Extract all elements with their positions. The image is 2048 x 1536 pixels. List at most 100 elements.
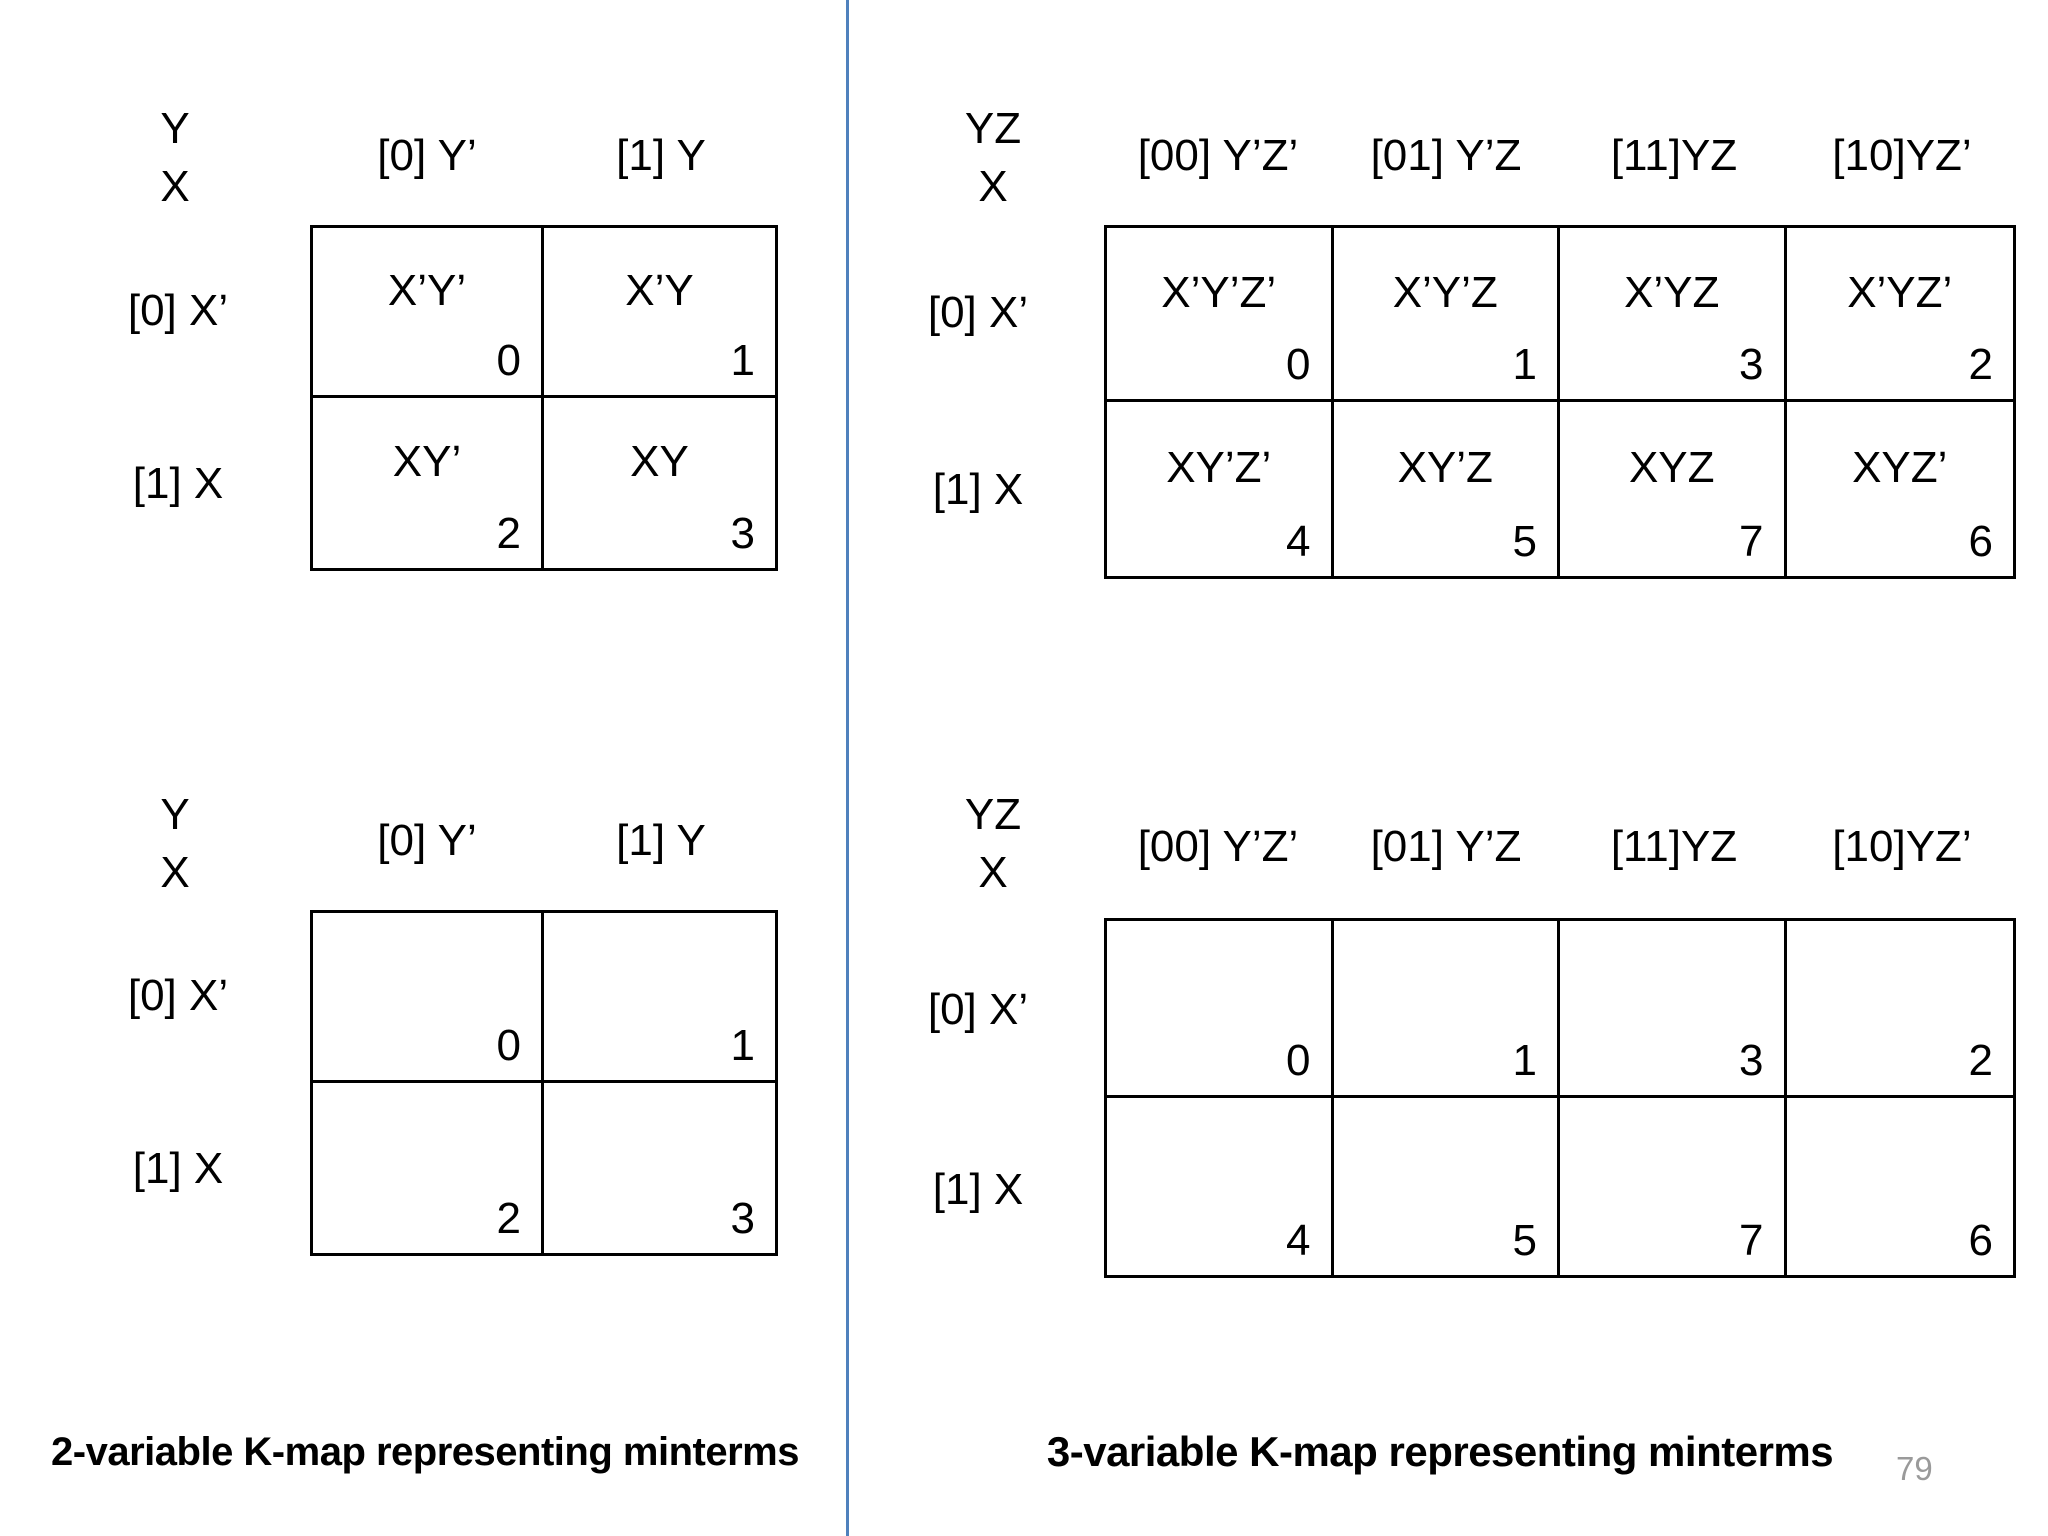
cell-term: X’Y [625,265,694,315]
cell-minterm-number: 2 [496,509,521,558]
kmap-cell: XYZ’ 6 [1787,402,2014,576]
kmap-cell: 2 [1786,921,2014,1098]
axis-col-var: Y [160,104,190,153]
kmap-cell: 4 [1107,1098,1334,1275]
axis-corner-label: YZ X [918,100,1068,216]
kmap-cell: 7 [1560,1098,1787,1275]
cell-minterm-number: 1 [1512,1036,1537,1085]
row-header: [0] X’ [927,288,1029,337]
row-header: [0] X’ [127,286,229,335]
page-number: 79 [1896,1450,1933,1487]
cell-minterm-number: 7 [1739,1216,1764,1265]
kmap-cell: 0 [313,913,544,1083]
cell-minterm-number: 6 [1968,1216,1993,1265]
row-header: [1] X [132,1144,224,1193]
cell-term [313,913,541,1024]
cell-minterm-number: 3 [1739,340,1764,389]
cell-term: X’YZ [1624,267,1720,317]
cell-minterm-number: 2 [496,1194,521,1243]
cell-term: XYZ’ [1852,443,1948,492]
cell-term [1560,1098,1784,1219]
axis-row-var: X [978,162,1008,211]
cell-term [1560,921,1784,1039]
cell-term: X’Y’Z’ [1161,267,1277,317]
axis-row-var: X [160,162,190,211]
kmap-cell: 6 [1787,1098,2014,1275]
caption-2var: 2-variable K-map representing minterms [51,1430,799,1474]
cell-term [1787,1098,2014,1219]
axis-row-var: X [978,848,1008,897]
col-header: [1] Y [616,131,706,180]
kmap-cell: X’Y’Z’ 0 [1107,228,1334,402]
kmap-cell: XY’Z 5 [1334,402,1560,576]
axis-col-var: Y [160,790,190,839]
kmap-cell: 1 [544,913,775,1083]
col-header: [01] Y’Z [1370,131,1522,180]
cell-minterm-number: 6 [1968,517,1993,566]
cell-minterm-number: 5 [1512,517,1537,566]
cell-term [544,1083,775,1197]
cell-minterm-number: 3 [1739,1036,1764,1085]
cell-minterm-number: 0 [1286,340,1311,389]
row-header: [1] X [932,465,1024,514]
axis-row-var: X [160,848,190,897]
kmap-cell: 3 [544,1083,775,1253]
kmap-cell: 5 [1334,1098,1560,1275]
cell-term: XY’Z [1397,443,1493,492]
cell-term [1107,1098,1331,1219]
kmap-cell: X’YZ 3 [1560,228,1787,402]
kmap-cell: X’Y’ 0 [313,228,544,398]
axis-corner-label: Y X [100,100,250,216]
kmap-cell: 0 [1107,921,1334,1098]
col-header: [11]YZ [1610,131,1738,180]
col-header: [10]YZ’ [1832,131,1972,180]
axis-col-var: YZ [964,104,1022,153]
row-header: [0] X’ [127,971,229,1020]
kmap-cell: X’YZ’ 2 [1786,228,2013,402]
cell-term: X’YZ’ [1847,267,1953,317]
kmap-grid: 0 1 3 2 4 5 7 [1104,918,2016,1278]
kmap-grid: X’Y’ 0 X’Y 1 XY’ 2 XY 3 [310,225,778,571]
kmap-cell: 2 [313,1083,544,1253]
cell-term: XYZ [1628,443,1715,492]
kmap-cell: XY 3 [544,398,775,568]
cell-term: XY [630,437,689,486]
kmap-grid: 0 1 2 3 [310,910,778,1256]
cell-minterm-number: 0 [1286,1036,1311,1085]
cell-minterm-number: 2 [1968,1036,1993,1085]
cell-term [1107,921,1331,1039]
cell-term [1787,921,2014,1039]
cell-term: X’Y’Z [1392,267,1498,317]
kmap-cell: XY’Z’ 4 [1107,402,1334,576]
row-header: [0] X’ [927,985,1029,1034]
cell-minterm-number: 1 [730,336,755,385]
col-header: [0] Y’ [377,131,477,180]
kmap-cell: X’Y’Z 1 [1333,228,1560,402]
axis-corner-label: YZ X [918,786,1068,902]
row-header: [1] X [132,459,224,508]
cell-term [1334,1098,1558,1219]
cell-minterm-number: 5 [1512,1216,1537,1265]
col-header: [1] Y [616,816,706,865]
col-header: [11]YZ [1610,822,1738,871]
cell-minterm-number: 4 [1286,517,1311,566]
kmap-cell: 3 [1560,921,1787,1098]
section-divider [846,0,849,1536]
cell-minterm-number: 2 [1968,340,1993,389]
caption-3var: 3-variable K-map representing minterms [1046,1428,1834,1475]
cell-minterm-number: 3 [730,509,755,558]
kmap-cell: XYZ 7 [1560,402,1787,576]
cell-term [544,913,775,1024]
cell-minterm-number: 1 [730,1021,755,1070]
cell-term: XY’ [392,437,462,486]
kmap-grid: X’Y’Z’ 0 X’Y’Z 1 X’YZ 3 X’YZ’ 2 XY’Z’ 4 … [1104,225,2016,579]
col-header: [0] Y’ [377,816,477,865]
kmap-cell: 1 [1333,921,1560,1098]
cell-minterm-number: 0 [496,1021,521,1070]
col-header: [00] Y’Z’ [1137,822,1299,871]
cell-term [313,1083,541,1197]
cell-term: X’Y’ [387,265,467,315]
cell-minterm-number: 1 [1512,340,1537,389]
row-header: [1] X [932,1165,1024,1214]
